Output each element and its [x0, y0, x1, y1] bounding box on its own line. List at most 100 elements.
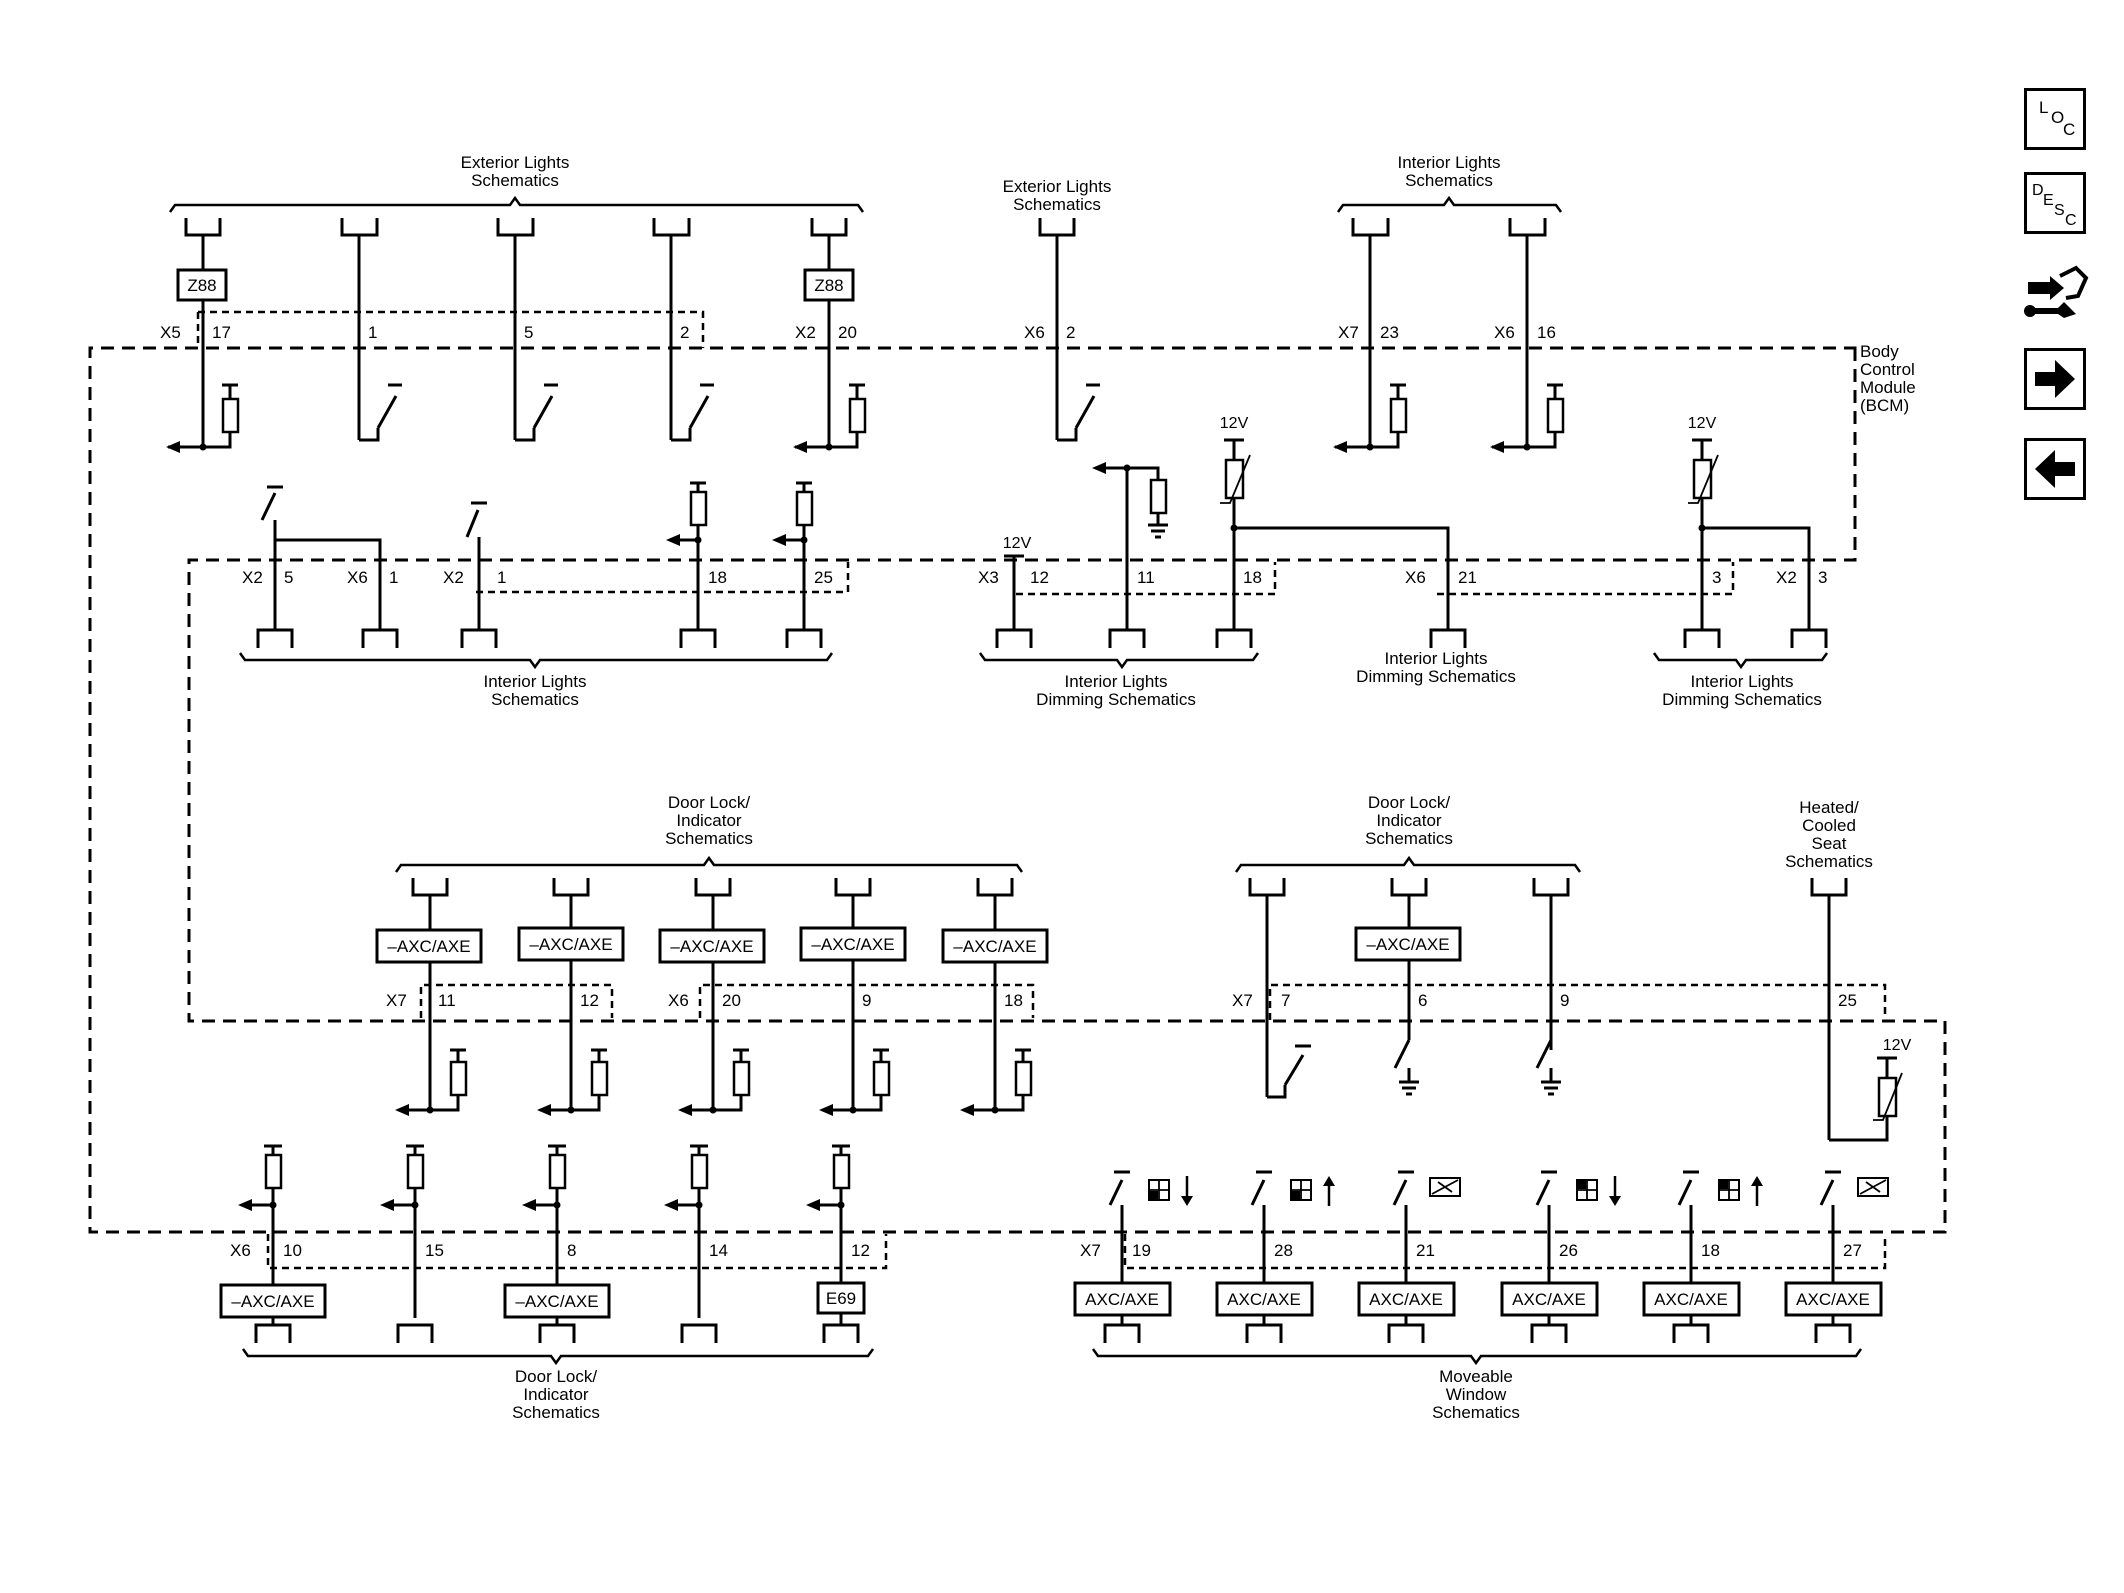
svg-text:X6: X6 — [668, 991, 689, 1010]
svg-text:1: 1 — [389, 568, 398, 587]
svg-text:–AXC/AXE: –AXC/AXE — [387, 937, 470, 956]
svg-text:3: 3 — [1712, 568, 1721, 587]
description-button[interactable]: D E S C — [2024, 172, 2086, 234]
z88-box-left: Z88 — [176, 268, 228, 447]
header-door-lock-b: Door Lock/ Indicator Schematics — [1234, 793, 1582, 873]
svg-text:X3: X3 — [978, 568, 999, 587]
svg-text:21: 21 — [1416, 1241, 1435, 1260]
row2-terminal-connectors — [256, 628, 1828, 648]
row1-pin-labels: X5 17 1 5 2 X2 20 X6 2 X7 23 X6 16 — [160, 323, 1556, 342]
svg-text:Z88: Z88 — [187, 276, 216, 295]
svg-text:11: 11 — [438, 991, 456, 1010]
connector-tool-button[interactable] — [2020, 252, 2092, 332]
svg-text:Exterior Lights: Exterior Lights — [1003, 177, 1112, 196]
svg-text:9: 9 — [1560, 991, 1569, 1010]
svg-text:AXC/AXE: AXC/AXE — [1227, 1290, 1301, 1309]
svg-text:AXC/AXE: AXC/AXE — [1369, 1290, 1443, 1309]
svg-text:Schematics: Schematics — [665, 829, 753, 848]
window-lockout-icon — [1857, 1177, 1889, 1197]
svg-text:–AXC/AXE: –AXC/AXE — [529, 935, 612, 954]
svg-text:28: 28 — [1274, 1241, 1293, 1260]
header-door-lock-c: Door Lock/ Indicator Schematics — [241, 1348, 875, 1422]
svg-text:1: 1 — [368, 323, 377, 342]
row4-internal-circuits — [238, 1144, 1841, 1318]
svg-text:Door Lock/: Door Lock/ — [515, 1367, 597, 1386]
svg-text:21: 21 — [1458, 568, 1477, 587]
svg-text:X2: X2 — [1776, 568, 1797, 587]
svg-text:18: 18 — [1701, 1241, 1720, 1260]
svg-text:Schematics: Schematics — [1785, 852, 1873, 871]
neg-axc-boxes-row3: –AXC/AXE –AXC/AXE –AXC/AXE –AXC/AXE –AXC… — [375, 926, 1462, 964]
svg-text:Moveable: Moveable — [1439, 1367, 1513, 1386]
svg-text:10: 10 — [283, 1241, 302, 1260]
header-dimming-b: Interior Lights Dimming Schematics — [1356, 649, 1516, 686]
window-up-icon — [1290, 1176, 1335, 1206]
voltage-labels: 12V 12V 12V 12V — [1003, 415, 1912, 1054]
row3-terminal-connectors — [411, 878, 1848, 1140]
svg-text:X6: X6 — [1405, 568, 1426, 587]
svg-text:X7: X7 — [386, 991, 407, 1010]
previous-page-button[interactable] — [2024, 438, 2086, 500]
svg-text:18: 18 — [1243, 568, 1262, 587]
svg-text:Interior Lights: Interior Lights — [1398, 153, 1501, 172]
loc-icon: L O C — [2039, 98, 2075, 139]
header-dimming-a: Interior Lights Dimming Schematics — [978, 652, 1260, 709]
window-lockout-icon — [1429, 1177, 1461, 1197]
svg-text:20: 20 — [722, 991, 741, 1010]
svg-text:–AXC/AXE: –AXC/AXE — [1366, 935, 1449, 954]
z88-box-right: Z88 — [803, 268, 855, 447]
svg-text:Window: Window — [1446, 1385, 1507, 1404]
row2-internal-circuits — [260, 438, 1811, 630]
svg-text:12: 12 — [580, 991, 599, 1010]
svg-text:O: O — [2051, 108, 2064, 127]
row4-terminal-connectors — [254, 1313, 1852, 1343]
window-down-icon — [1576, 1176, 1621, 1206]
svg-text:Indicator: Indicator — [676, 811, 742, 830]
svg-text:X5: X5 — [160, 323, 181, 342]
row4-pin-labels: X6 10 15 8 14 12 X7 19 28 21 26 18 27 — [230, 1241, 1862, 1260]
header-interior-lights-mid: Interior Lights Schematics — [238, 652, 834, 709]
svg-text:AXC/AXE: AXC/AXE — [1512, 1290, 1586, 1309]
svg-text:Interior Lights: Interior Lights — [1385, 649, 1488, 668]
svg-text:X2: X2 — [242, 568, 263, 587]
row3-pin-labels: X7 11 12 X6 20 9 18 X7 7 6 9 25 — [386, 991, 1857, 1010]
row4-component-boxes: –AXC/AXE –AXC/AXE E69 AXC/AXE AXC/AXE AX… — [219, 1281, 1883, 1319]
svg-text:Dimming Schematics: Dimming Schematics — [1662, 690, 1822, 709]
svg-text:2: 2 — [680, 323, 689, 342]
svg-text:–AXC/AXE: –AXC/AXE — [670, 937, 753, 956]
svg-text:5: 5 — [524, 323, 533, 342]
svg-text:17: 17 — [212, 323, 231, 342]
desc-icon: D E S C — [2032, 182, 2077, 229]
svg-text:Z88: Z88 — [814, 276, 843, 295]
header-dimming-c: Interior Lights Dimming Schematics — [1652, 652, 1829, 709]
svg-text:C: C — [2065, 212, 2077, 229]
row2-pin-labels: X2 5 X6 1 X2 1 18 25 X3 12 11 18 X6 21 3… — [242, 568, 1827, 587]
location-button[interactable]: L O C — [2024, 88, 2086, 150]
svg-text:18: 18 — [1004, 991, 1023, 1010]
svg-text:Interior Lights: Interior Lights — [1691, 672, 1794, 691]
svg-text:S: S — [2054, 202, 2065, 219]
svg-text:X6: X6 — [347, 568, 368, 587]
arrow-right-icon — [2035, 360, 2075, 398]
header-heated-seat: Heated/ Cooled Seat Schematics — [1785, 798, 1873, 871]
svg-text:20: 20 — [838, 323, 857, 342]
arrow-left-icon — [2035, 450, 2075, 488]
next-page-button[interactable] — [2024, 348, 2086, 410]
svg-text:Module: Module — [1860, 378, 1916, 397]
svg-text:25: 25 — [1838, 991, 1857, 1010]
svg-text:Schematics: Schematics — [1365, 829, 1453, 848]
svg-text:14: 14 — [709, 1241, 728, 1260]
header-door-lock-a: Door Lock/ Indicator Schematics — [394, 793, 1024, 873]
svg-text:AXC/AXE: AXC/AXE — [1796, 1290, 1870, 1309]
svg-text:(BCM): (BCM) — [1860, 396, 1909, 415]
svg-text:D: D — [2032, 182, 2044, 199]
svg-text:12V: 12V — [1003, 535, 1032, 552]
bcm-boundary — [88, 346, 1947, 1234]
svg-text:19: 19 — [1132, 1241, 1151, 1260]
svg-text:X7: X7 — [1080, 1241, 1101, 1260]
row1-internal-circuits — [166, 383, 1565, 453]
svg-text:16: 16 — [1537, 323, 1556, 342]
svg-text:5: 5 — [284, 568, 293, 587]
top-terminal-connectors — [184, 218, 1547, 447]
svg-text:12V: 12V — [1220, 415, 1249, 432]
